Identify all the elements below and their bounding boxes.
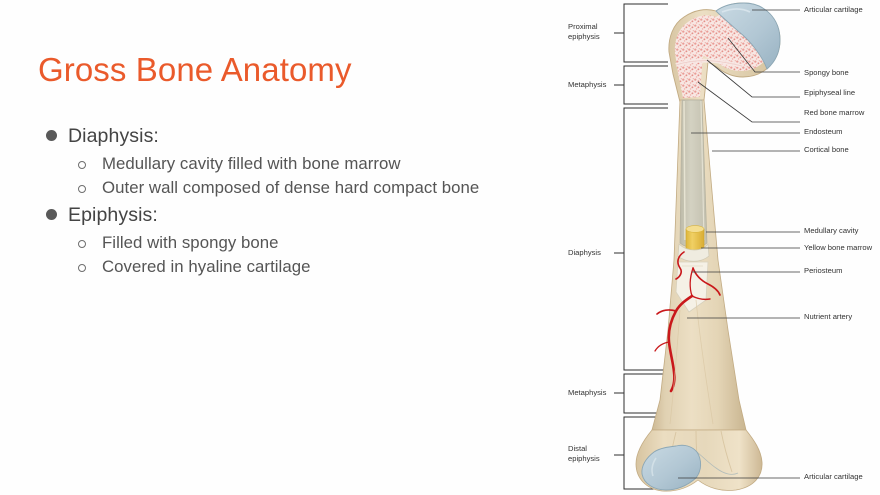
label-articular-cartilage-distal: Articular cartilage: [804, 472, 863, 481]
sub-bullet-label: Covered in hyaline cartilage: [102, 256, 311, 276]
label-diaphysis: Diaphysis: [568, 248, 601, 257]
bullet-list: Diaphysis: Medullary cavity filled with …: [46, 122, 546, 278]
label-line-1: Distal: [568, 444, 587, 453]
bracket-metaphysis-distal: [623, 373, 668, 414]
label-periosteum: Periosteum: [804, 266, 843, 275]
label-distal-epiphysis: Distal epiphysis: [568, 444, 616, 464]
bone-body: [635, 2, 781, 492]
hollow-circle-icon: [72, 176, 102, 193]
sub-bullet-label: Filled with spongy bone: [102, 233, 279, 252]
hollow-circle-icon: [72, 152, 102, 169]
endosteum: [683, 100, 686, 241]
label-metaphysis-distal: Metaphysis: [568, 388, 607, 397]
distal-cartilage-highlight: [651, 457, 657, 477]
cavity-cut-edge: [677, 243, 710, 262]
proximal-articular-cartilage: [715, 2, 781, 70]
filled-circle-icon: [46, 201, 68, 220]
bullet-label: Epiphysis:: [68, 204, 158, 226]
sub-bullet-label: Medullary cavity filled with bone marrow: [102, 154, 401, 173]
label-line-1: Proximal: [568, 22, 598, 31]
label-line-2: epiphysis: [568, 32, 600, 41]
sub-bullet-item-medullary-cavity: Medullary cavity filled with bone marrow: [72, 152, 546, 176]
bullet-label: Diaphysis:: [68, 125, 159, 147]
label-metaphysis-proximal: Metaphysis: [568, 80, 607, 89]
sub-bullet-item-spongy-bone: Filled with spongy bone: [72, 231, 546, 255]
bracket-metaphysis-proximal: [623, 65, 668, 105]
bullet-item-epiphysis: Epiphysis:: [46, 201, 546, 230]
shaft-shading: [669, 299, 714, 425]
label-endosteum: Endosteum: [804, 127, 843, 136]
sub-bullet-item-outer-wall: Outer wall composed of dense hard compac…: [72, 176, 546, 200]
bone-diagram-svg: [614, 2, 800, 492]
cartilage-highlight: [721, 8, 751, 13]
label-cortical-bone: Cortical bone: [804, 145, 849, 154]
label-line-2: epiphysis: [568, 454, 600, 463]
filled-circle-icon: [46, 122, 68, 141]
hollow-circle-icon: [72, 255, 102, 272]
bullet-item-diaphysis: Diaphysis:: [46, 122, 546, 151]
sub-bullet-label: Outer wall composed of dense hard compac…: [102, 177, 480, 197]
hollow-circle-icon: [72, 231, 102, 248]
bracket-group: [614, 3, 668, 490]
bracket-diaphysis: [623, 107, 668, 371]
label-yellow-bone-marrow: Yellow bone marrow: [804, 243, 873, 252]
slide-text-pane: Gross Bone Anatomy Diaphysis: Medullary …: [38, 51, 546, 278]
label-proximal-epiphysis: Proximal epiphysis: [568, 22, 616, 42]
leader-spongy-bone: [727, 37, 800, 73]
page-title: Gross Bone Anatomy: [38, 51, 352, 88]
bone-anatomy-figure: Articular cartilage Spongy bone Epiphyse…: [556, 0, 880, 495]
label-epiphyseal-line: Epiphyseal line: [804, 88, 856, 97]
label-red-bone-marrow: Red bone marrow: [804, 108, 865, 117]
leader-epiphyseal-line: [706, 59, 800, 98]
bracket-distal-epiphysis: [623, 416, 668, 490]
leader-red-bone-marrow: [697, 81, 800, 123]
sub-bullet-item-hyaline-cartilage: Covered in hyaline cartilage: [72, 255, 546, 279]
label-nutrient-artery: Nutrient artery: [804, 312, 853, 321]
label-articular-cartilage-proximal: Articular cartilage: [804, 5, 863, 14]
leader-line-group: [678, 9, 800, 479]
label-medullary-cavity: Medullary cavity: [804, 226, 859, 235]
bracket-proximal-epiphysis: [623, 3, 668, 63]
label-spongy-bone: Spongy bone: [804, 68, 849, 77]
